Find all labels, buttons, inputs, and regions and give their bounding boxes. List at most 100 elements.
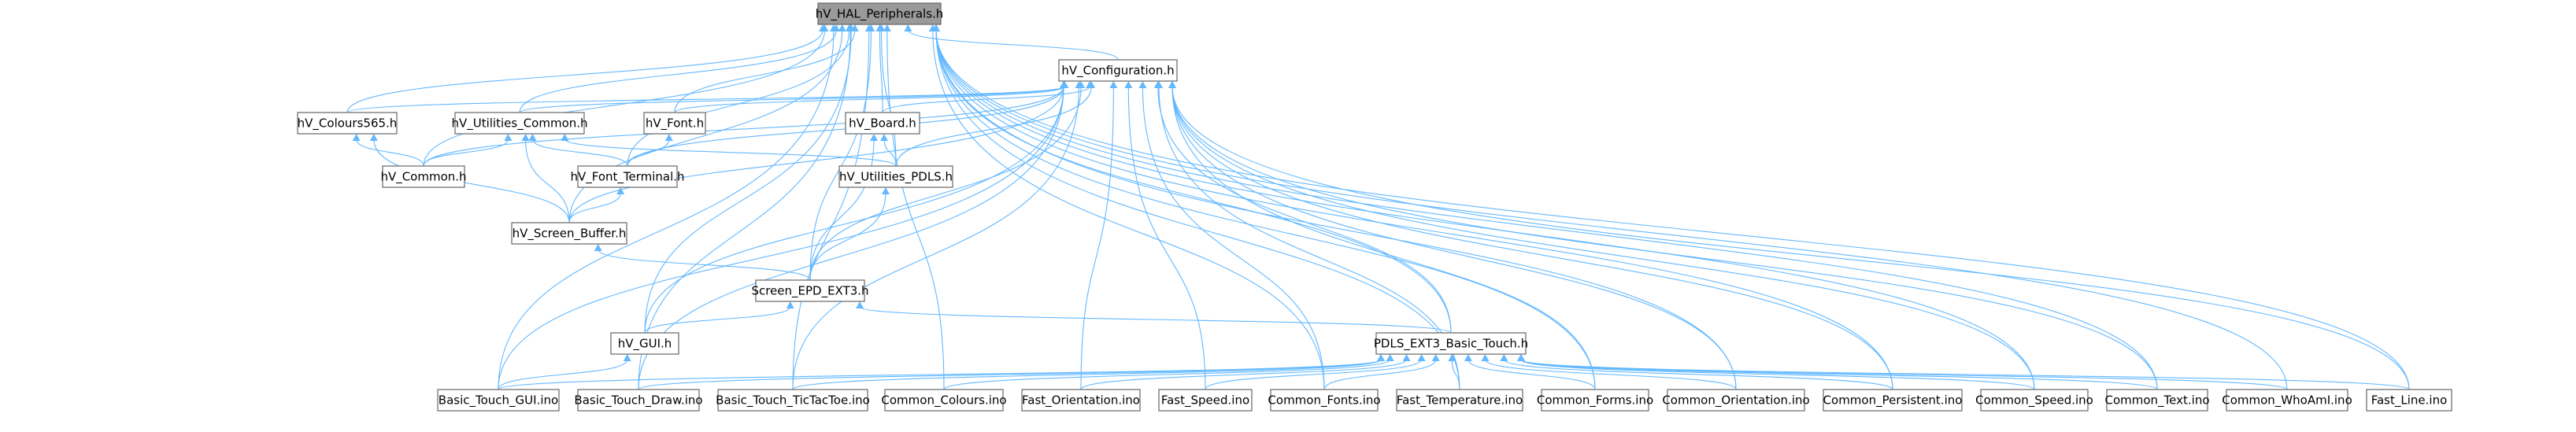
- edge-gui-to-hal: [644, 29, 852, 334]
- node-touch[interactable]: PDLS_EXT3_Basic_Touch.h: [1374, 332, 1528, 355]
- edge-cwho-to-hal: [935, 29, 2288, 390]
- edge-corient-to-touch: [1484, 359, 1737, 390]
- node-screen[interactable]: Screen_EPD_EXT3.h: [751, 279, 869, 302]
- node-box-fspeed[interactable]: [1158, 389, 1253, 412]
- node-label-ftemp: Fast_Temperature.ino: [1397, 393, 1523, 408]
- node-label-btgui: Basic_Touch_GUI.ino: [439, 393, 558, 408]
- node-fline[interactable]: Fast_Line.ino: [2366, 389, 2452, 412]
- node-label-gui: hV_GUI.h: [618, 337, 672, 352]
- node-label-forient: Fast_Orientation.ino: [1022, 393, 1140, 408]
- node-box-touch[interactable]: [1375, 332, 1527, 355]
- arrowhead-fspeed-to-touch: [1417, 354, 1426, 361]
- node-box-font[interactable]: [643, 112, 706, 135]
- node-box-ftemp[interactable]: [1396, 389, 1523, 412]
- node-box-cfonts[interactable]: [1270, 389, 1379, 412]
- node-label-font: hV_Font.h: [646, 116, 704, 131]
- node-label-ctext: Common_Text.ino: [2104, 393, 2209, 408]
- node-forient[interactable]: Fast_Orientation.ino: [1021, 389, 1141, 412]
- node-box-common[interactable]: [382, 165, 465, 188]
- node-box-corient[interactable]: [1667, 389, 1805, 412]
- edge-config-to-hal: [907, 29, 1119, 61]
- node-box-ccol[interactable]: [884, 389, 1004, 412]
- arrowhead-btdraw-to-hal: [846, 24, 855, 31]
- node-box-gui[interactable]: [610, 332, 679, 355]
- node-box-board[interactable]: [845, 112, 920, 135]
- arrowhead-screenbuf-to-hal: [838, 24, 846, 31]
- node-gui[interactable]: hV_GUI.h: [610, 332, 679, 355]
- node-box-btdraw[interactable]: [577, 389, 700, 412]
- node-box-cwho[interactable]: [2226, 389, 2348, 412]
- node-cforms[interactable]: Common_Forms.ino: [1537, 389, 1653, 412]
- node-cwho[interactable]: Common_WhoAmI.ino: [2222, 389, 2352, 412]
- node-label-ccol: Common_Colours.ino: [881, 393, 1006, 408]
- node-ctext[interactable]: Common_Text.ino: [2104, 389, 2210, 412]
- node-box-cspeed[interactable]: [1980, 389, 2089, 412]
- node-label-colours: hV_Colours565.h: [298, 116, 398, 131]
- node-font[interactable]: hV_Font.h: [643, 112, 706, 135]
- node-pdls[interactable]: hV_Utilities_PDLS.h: [838, 165, 953, 188]
- node-box-utilc[interactable]: [454, 112, 585, 135]
- arrowhead-fontterm-to-utilc: [528, 134, 537, 141]
- node-board[interactable]: hV_Board.h: [845, 112, 920, 135]
- node-config[interactable]: hV_Configuration.h: [1058, 59, 1178, 82]
- node-label-common: hV_Common.h: [380, 170, 466, 185]
- edge-common-to-hal: [423, 29, 826, 167]
- node-cpers[interactable]: Common_Persistent.ino: [1823, 389, 1963, 412]
- node-fontterm[interactable]: hV_Font_Terminal.h: [570, 165, 685, 188]
- node-box-pdls[interactable]: [838, 165, 953, 188]
- node-ftemp[interactable]: Fast_Temperature.ino: [1396, 389, 1523, 412]
- node-btdraw[interactable]: Basic_Touch_Draw.ino: [574, 389, 703, 412]
- edge-board-to-config: [882, 86, 1090, 113]
- node-box-fontterm[interactable]: [577, 165, 678, 188]
- arrowhead-screen-to-board: [869, 134, 878, 141]
- edge-cforms-to-config: [1171, 86, 1596, 390]
- node-box-fline[interactable]: [2366, 389, 2452, 412]
- edge-cfonts-to-touch: [1323, 359, 1437, 390]
- node-utilc[interactable]: hV_Utilities_Common.h: [451, 112, 588, 135]
- arrowhead-fline-to-config: [1168, 81, 1176, 88]
- node-common[interactable]: hV_Common.h: [380, 165, 467, 188]
- edge-pdls-to-hal: [880, 29, 897, 167]
- node-screenbuf[interactable]: hV_Screen_Buffer.h: [511, 222, 627, 245]
- edge-bttic-to-hal: [792, 29, 870, 390]
- edge-gui-to-config: [644, 86, 1064, 334]
- edge-ctext-to-config: [1171, 86, 2158, 390]
- node-hal[interactable]: hV_HAL_Peripherals.h: [816, 2, 944, 25]
- node-ccol[interactable]: Common_Colours.ino: [881, 389, 1007, 412]
- node-box-screenbuf[interactable]: [511, 222, 627, 245]
- node-label-fspeed: Fast_Speed.ino: [1161, 393, 1249, 408]
- node-label-hal: hV_HAL_Peripherals.h: [816, 7, 944, 22]
- node-box-cpers[interactable]: [1823, 389, 1963, 412]
- node-colours[interactable]: hV_Colours565.h: [297, 112, 398, 135]
- node-label-config: hV_Configuration.h: [1061, 64, 1174, 79]
- node-cspeed[interactable]: Common_Speed.ino: [1975, 389, 2093, 412]
- node-label-board: hV_Board.h: [849, 116, 916, 131]
- arrowhead-ftemp-to-touch: [1448, 354, 1456, 361]
- node-box-colours[interactable]: [297, 112, 398, 135]
- node-box-ctext[interactable]: [2106, 389, 2208, 412]
- edge-corient-to-hal: [935, 29, 1737, 390]
- node-corient[interactable]: Common_Orientation.ino: [1662, 389, 1810, 412]
- node-btgui[interactable]: Basic_Touch_GUI.ino: [437, 389, 560, 412]
- node-box-btgui[interactable]: [437, 389, 560, 412]
- node-box-config[interactable]: [1058, 59, 1178, 82]
- edge-btgui-to-gui: [498, 359, 628, 390]
- node-box-hal[interactable]: [817, 2, 942, 25]
- edge-cspeed-to-hal: [935, 29, 2035, 390]
- node-box-forient[interactable]: [1021, 389, 1141, 412]
- node-bttic[interactable]: Basic_Touch_TicTacToe.ino: [716, 389, 870, 412]
- node-fspeed[interactable]: Fast_Speed.ino: [1158, 389, 1253, 412]
- edge-fontterm-to-utilc: [531, 138, 628, 167]
- arrowhead-cforms-to-touch: [1464, 354, 1472, 361]
- node-box-cforms[interactable]: [1541, 389, 1649, 412]
- edge-screenbuf-to-fontterm: [568, 192, 621, 223]
- edge-colours-to-config: [346, 86, 1064, 113]
- arrowhead-screen-to-pdls: [881, 187, 890, 194]
- edge-board-to-hal: [879, 29, 883, 113]
- node-box-bttic[interactable]: [717, 389, 868, 412]
- node-cfonts[interactable]: Common_Fonts.ino: [1268, 389, 1381, 412]
- node-box-screen[interactable]: [755, 279, 865, 302]
- node-label-screenbuf: hV_Screen_Buffer.h: [513, 227, 627, 242]
- edge-utilc-to-hal: [519, 29, 837, 113]
- edge-forient-to-config: [1080, 86, 1114, 390]
